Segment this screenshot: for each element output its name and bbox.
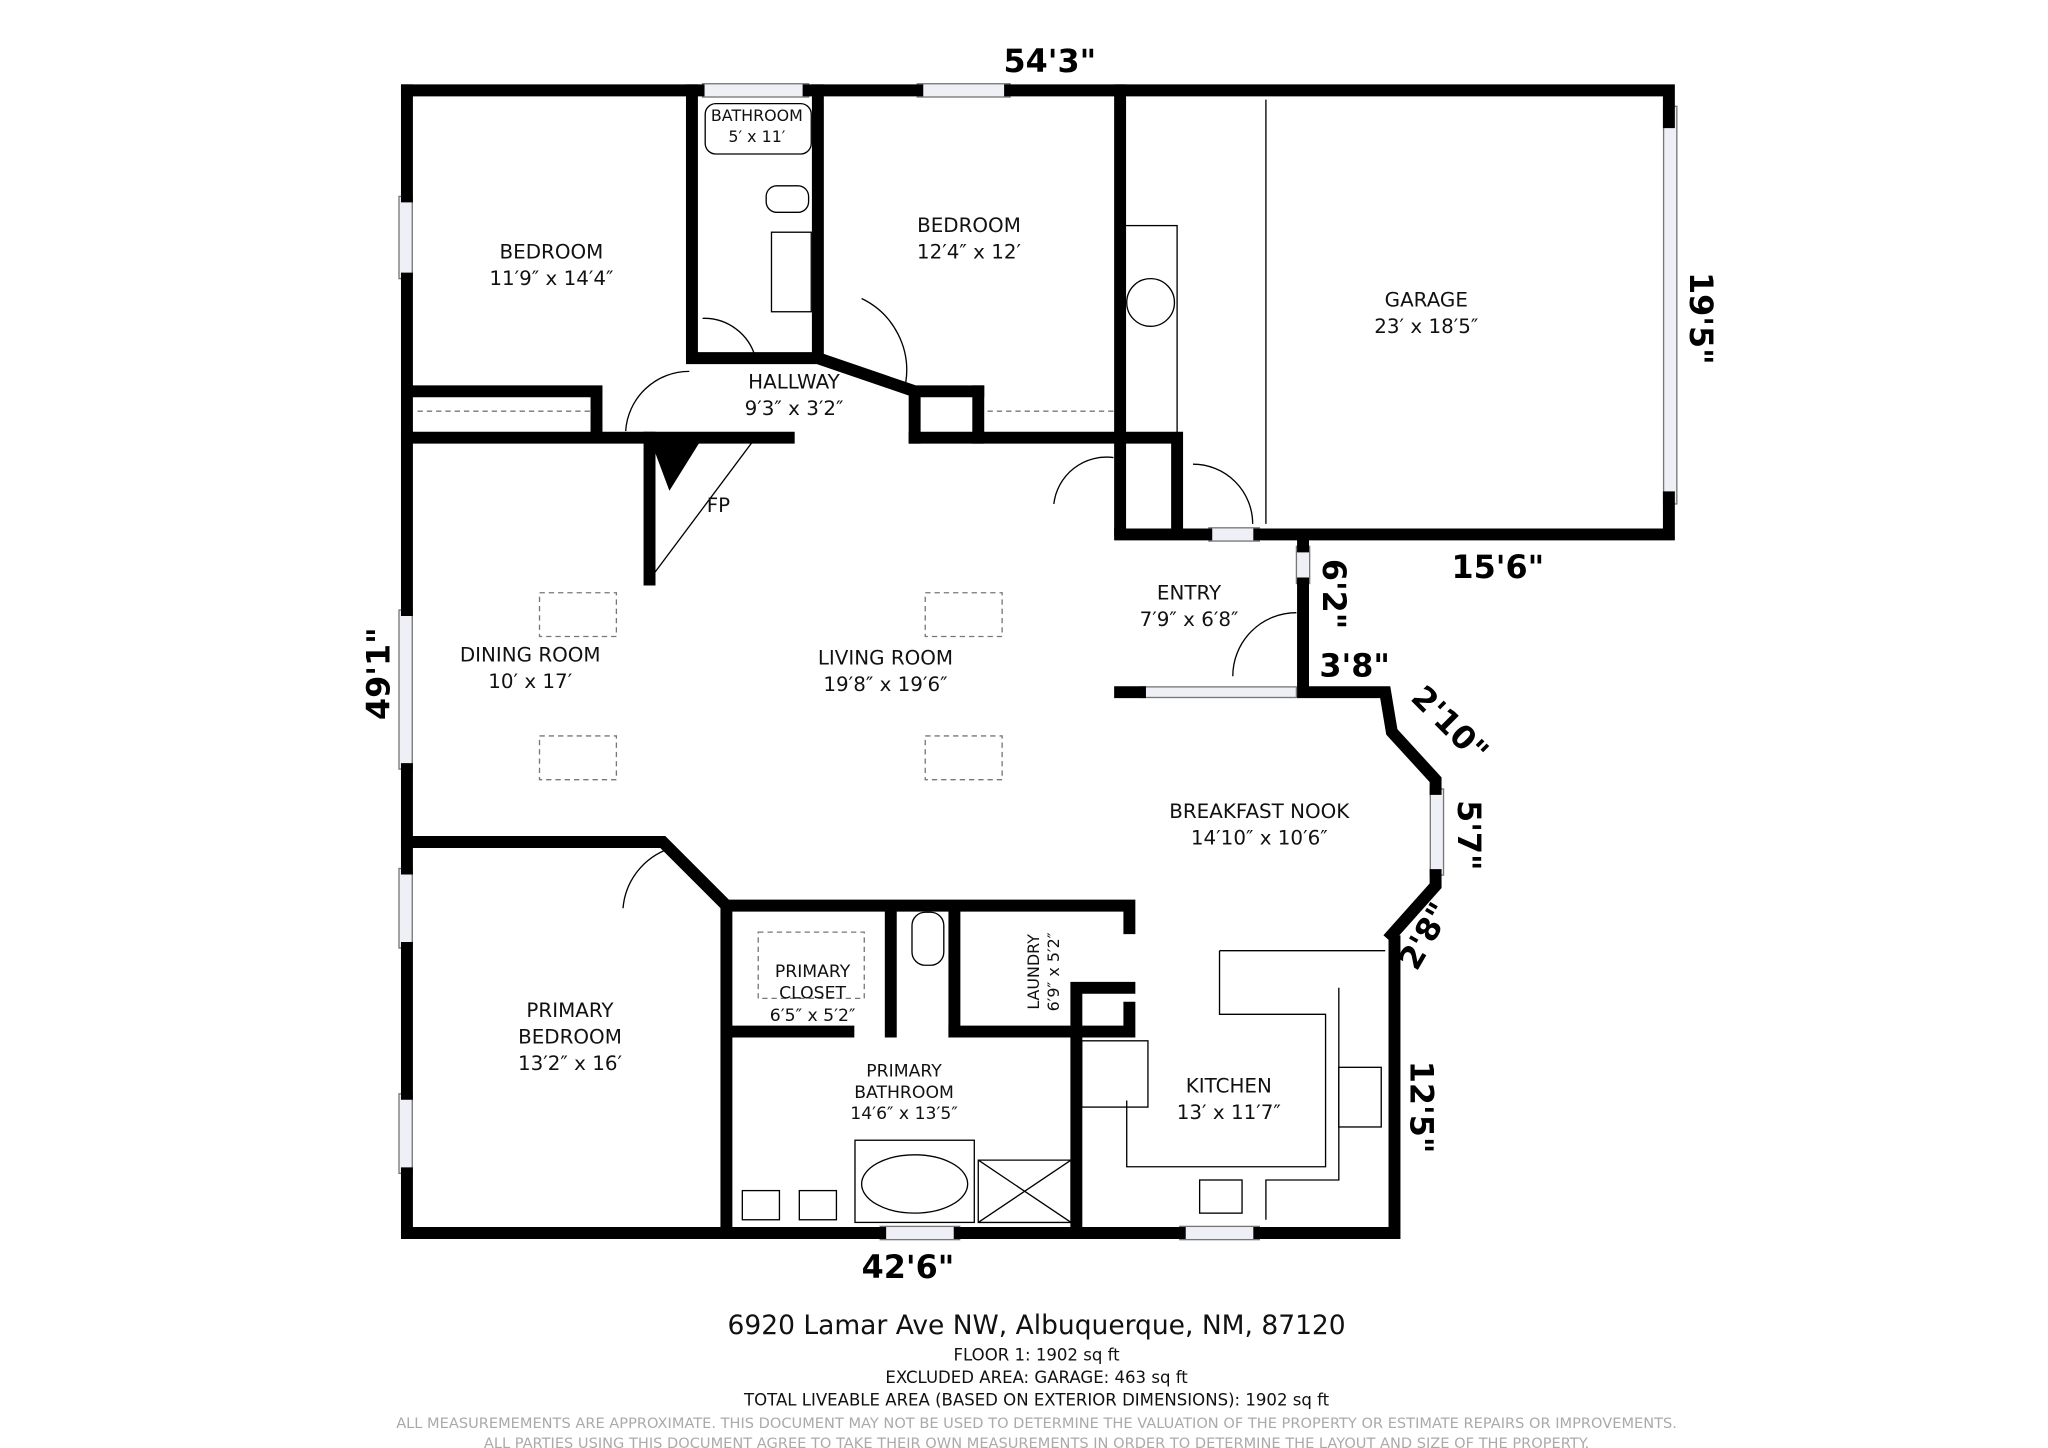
room-primary-bathroom-name2: BATHROOM: [854, 1083, 954, 1103]
address: 6920 Lamar Ave NW, Albuquerque, NM, 8712…: [728, 1310, 1346, 1341]
dim-entry-side: 6'2": [1315, 559, 1353, 630]
walls: [400, 84, 1675, 1239]
total-area: TOTAL LIVEABLE AREA (BASED ON EXTERIOR D…: [743, 1390, 1330, 1409]
room-primary-closet-name1: PRIMARY: [775, 962, 851, 982]
room-living-name: LIVING ROOM: [818, 646, 953, 669]
room-primary-bedroom-name2: BEDROOM: [518, 1025, 622, 1048]
room-bedroom1-name: BEDROOM: [500, 241, 604, 264]
dim-entry-step: 3'8": [1319, 646, 1390, 684]
footer: 6920 Lamar Ave NW, Albuquerque, NM, 8712…: [396, 1310, 1677, 1448]
room-laundry-size: 6′9″ x 5′2″: [1044, 932, 1063, 1011]
dim-left: 49'1": [360, 627, 398, 720]
dim-bay-lower: 2'8": [1391, 896, 1459, 976]
floor-area: FLOOR 1: 1902 sq ft: [954, 1345, 1121, 1364]
dim-garage-right: 19'5": [1682, 272, 1720, 365]
room-hallway-size: 9′3″ x 3′2″: [745, 397, 844, 420]
room-primary-bathroom-name1: PRIMARY: [866, 1062, 942, 1082]
room-bedroom2-name: BEDROOM: [917, 214, 1021, 237]
room-entry-size: 7′9″ x 6′8″: [1140, 608, 1239, 631]
room-garage-size: 23′ x 18′5″: [1374, 315, 1478, 338]
room-nook-size: 14′10″ x 10′6″: [1191, 827, 1328, 850]
excluded-area: EXCLUDED AREA: GARAGE: 463 sq ft: [885, 1368, 1188, 1387]
room-bedroom1-size: 11′9″ x 14′4″: [489, 267, 613, 290]
room-bedroom2-size: 12′4″ x 12′: [917, 241, 1022, 264]
fixtures: [417, 99, 1386, 1224]
dim-bay-middle: 5'7": [1450, 800, 1488, 871]
disclaimer-line-2: ALL PARTIES USING THIS DOCUMENT AGREE TO…: [484, 1435, 1589, 1448]
windows: [398, 83, 1678, 1241]
room-fireplace-name: FP: [707, 494, 730, 517]
room-dining-size: 10′ x 17′: [488, 670, 572, 693]
room-labels: BEDROOM 11′9″ x 14′4″ BATHROOM 5′ x 11′ …: [460, 106, 1478, 1124]
room-laundry-name: LAUNDRY: [1024, 934, 1043, 1010]
room-entry-name: ENTRY: [1157, 581, 1222, 604]
room-primary-bedroom-name1: PRIMARY: [526, 999, 614, 1022]
disclaimer-line-1: ALL MEASUREMEMENTS ARE APPROXIMATE. THIS…: [396, 1415, 1677, 1432]
room-kitchen-size: 13′ x 11′7″: [1177, 1101, 1281, 1124]
room-primary-bedroom-size: 13′2″ x 16′: [518, 1052, 623, 1075]
dim-kitchen-right: 12'5": [1402, 1061, 1440, 1154]
room-kitchen-name: KITCHEN: [1186, 1075, 1272, 1098]
room-bathroom-size: 5′ x 11′: [728, 127, 785, 146]
room-bathroom-name: BATHROOM: [711, 106, 803, 125]
room-nook-name: BREAKFAST NOOK: [1169, 800, 1350, 823]
room-primary-closet-name2: CLOSET: [779, 983, 846, 1003]
room-dining-name: DINING ROOM: [460, 644, 601, 667]
room-primary-closet-size: 6′5″ x 5′2″: [770, 1006, 856, 1026]
dim-bottom: 42'6": [862, 1248, 955, 1286]
room-living-size: 19′8″ x 19′6″: [823, 673, 947, 696]
room-hallway-name: HALLWAY: [748, 371, 840, 394]
dim-garage-bottom: 15'6": [1452, 548, 1545, 586]
room-garage-name: GARAGE: [1385, 288, 1468, 311]
dim-top: 54'3": [1004, 42, 1097, 80]
room-primary-bathroom-size: 14′6″ x 13′5″: [850, 1104, 958, 1124]
